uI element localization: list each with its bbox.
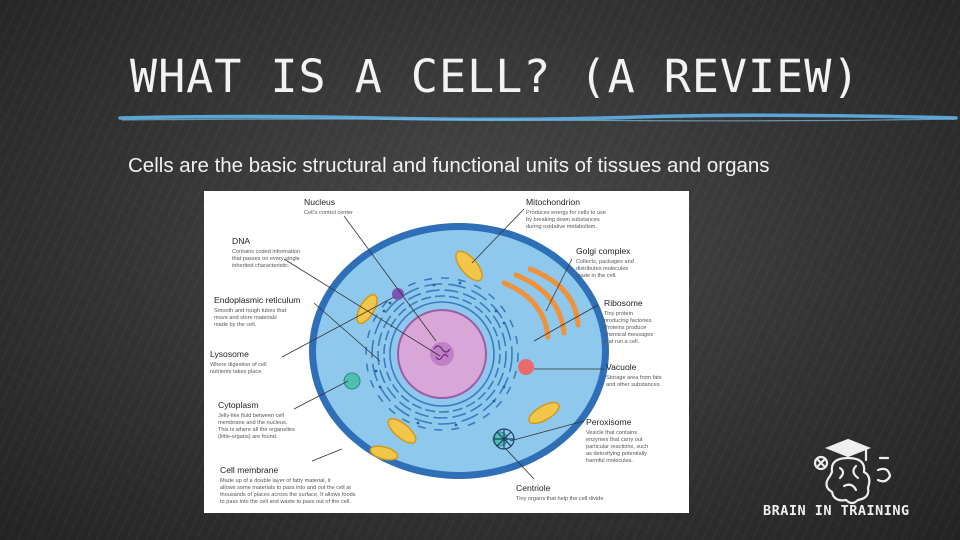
- cell-diagram: Nucleus Cell's control center DNA Contai…: [204, 191, 689, 513]
- gear-icon: [816, 458, 826, 468]
- label-ribosome-desc: chemical messages: [604, 332, 653, 338]
- slide-body-text: Cells are the basic structural and funct…: [128, 154, 770, 177]
- label-cytoplasm-desc: membrane and the nucleus.: [218, 420, 288, 426]
- label-membrane-desc: allows some materials to pass into and o…: [220, 485, 351, 491]
- vacuole: [518, 359, 534, 375]
- label-peroxisome-desc: Vesicle that contains: [586, 430, 637, 436]
- label-mitochondrion-desc: Produces energy for cells to use: [526, 210, 606, 216]
- dna-strand: [433, 345, 451, 361]
- brain-icon: [825, 456, 871, 505]
- er-ribosome-dots: [374, 281, 506, 427]
- nucleolus: [430, 342, 454, 366]
- label-mitochondrion-desc: during oxidative metabolism.: [526, 224, 597, 230]
- label-membrane-desc: to pass into the cell and waste to pass …: [220, 499, 351, 505]
- label-golgi-desc: made in the cell.: [576, 273, 617, 279]
- label-peroxisome-desc: as detoxifying potentially: [586, 451, 647, 457]
- label-ribosome-desc: that run a cell.: [604, 339, 640, 345]
- label-cytoplasm-desc: This is where all the organelles: [218, 427, 295, 433]
- title-underline: [118, 113, 958, 122]
- brain-in-training-logo: [813, 438, 892, 505]
- label-peroxisome-desc: particular reactions, such: [586, 444, 648, 450]
- graduation-cap-icon: [825, 438, 871, 458]
- label-cytoplasm-desc: (little-organs) are found.: [218, 434, 278, 440]
- vesicle: [343, 372, 361, 390]
- label-ribosome-desc: producing factories.: [604, 318, 653, 324]
- slide-title: WHAT IS A CELL? (A REVIEW): [130, 50, 861, 103]
- label-dna-desc: Contains coded information: [232, 249, 300, 255]
- label-membrane-desc: Made up of a double layer of fatty mater…: [220, 478, 331, 484]
- label-er-desc: move and store materials: [214, 315, 277, 321]
- label-mitochondrion-title: Mitochondrion: [526, 197, 580, 207]
- label-dna-desc: that passes on every single: [232, 256, 300, 262]
- label-golgi-desc: Collects, packages and: [576, 259, 634, 265]
- label-vacuole-desc: and other substances.: [606, 382, 661, 388]
- label-nucleus-desc: Cell's control center: [304, 210, 353, 216]
- label-dna-desc: inherited characteristic.: [232, 263, 290, 269]
- label-er-desc: Smooth and rough tubes that: [214, 308, 287, 314]
- label-membrane-desc: thousands of places across the surface. …: [220, 492, 356, 498]
- mitochondria: [356, 250, 560, 461]
- label-mitochondrion-desc: by breaking down substances: [526, 217, 600, 223]
- label-ribosome-title: Ribosome: [604, 298, 643, 308]
- label-vacuole-title: Vacuole: [606, 362, 637, 372]
- label-lysosome-title: Lysosome: [210, 349, 249, 359]
- label-pointers: [281, 208, 604, 480]
- label-lysosome-desc: Where digestion of cell: [210, 362, 267, 368]
- label-golgi-title: Golgi complex: [576, 246, 631, 256]
- label-dna-title: DNA: [232, 236, 250, 246]
- label-er-desc: made by the cell.: [214, 322, 257, 328]
- label-golgi-desc: distributes molecules: [576, 266, 628, 272]
- label-ribosome-desc: Proteins produce: [604, 325, 646, 331]
- brand-name: BRAIN IN TRAINING: [763, 503, 910, 519]
- label-peroxisome-title: Peroxisome: [586, 417, 632, 427]
- label-vacuole-desc: Storage area from fats: [606, 375, 662, 381]
- label-peroxisome-desc: enzymes that carry out: [586, 437, 643, 443]
- label-peroxisome-desc: harmful molecules.: [586, 458, 633, 464]
- label-cytoplasm-title: Cytoplasm: [218, 400, 259, 410]
- label-nucleus-title: Nucleus: [304, 197, 335, 207]
- dumbbell-icon: [876, 467, 892, 483]
- lysosome: [392, 288, 404, 300]
- label-cytoplasm-desc: Jelly-like fluid between cell: [218, 413, 284, 419]
- label-centriole-desc: Tiny organs that help the cell divide.: [516, 496, 605, 502]
- label-membrane-title: Cell membrane: [220, 465, 278, 475]
- label-er-title: Endoplasmic reticulum: [214, 295, 300, 305]
- label-centriole-title: Centriole: [516, 483, 551, 493]
- label-lysosome-desc: nutrients takes place.: [210, 369, 263, 375]
- label-ribosome-desc: Tiny protein: [604, 311, 633, 317]
- centriole: [493, 428, 515, 450]
